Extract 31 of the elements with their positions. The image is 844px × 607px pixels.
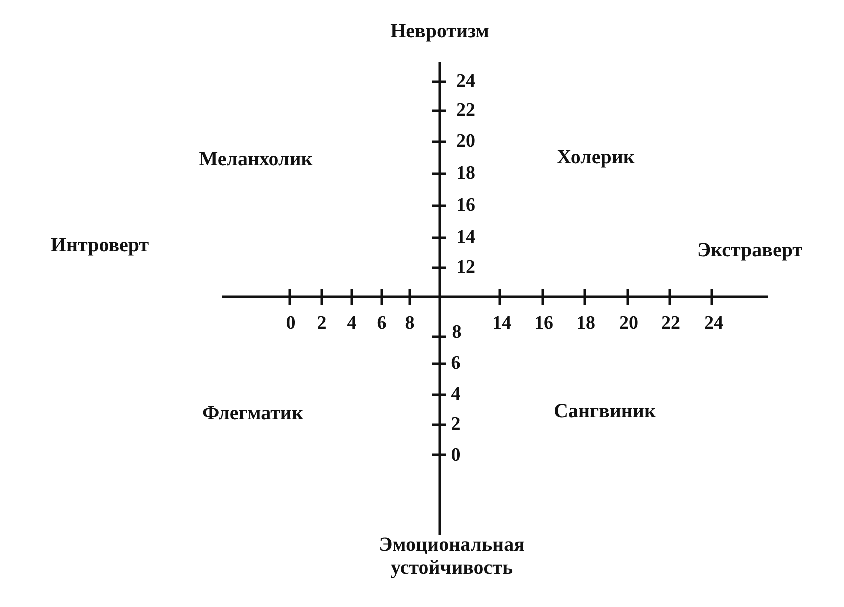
- tick-label: 6: [451, 353, 461, 375]
- axis-title: Интроверт: [50, 234, 150, 258]
- tick-label: 8: [452, 322, 462, 344]
- tick-label: 22: [456, 100, 476, 122]
- tick-label: 12: [456, 257, 476, 279]
- tick-label: 24: [704, 313, 724, 335]
- tick-label: 22: [662, 313, 680, 335]
- quadrant-label: Флегматик: [202, 402, 304, 426]
- axis-title: Эмоциональная устойчивость: [378, 534, 526, 580]
- tick-label: 16: [456, 195, 476, 217]
- quadrant-label: Холерик: [557, 146, 635, 170]
- tick-label: 0: [451, 445, 461, 467]
- tick-label: 2: [451, 414, 461, 436]
- tick-label: 2: [317, 313, 327, 335]
- tick-label: 6: [377, 313, 387, 335]
- tick-label: 18: [456, 163, 476, 185]
- tick-label: 14: [456, 227, 476, 249]
- tick-label: 8: [405, 313, 415, 335]
- tick-label: 16: [534, 313, 554, 335]
- tick-label: 20: [456, 131, 476, 153]
- tick-label: 14: [492, 313, 512, 335]
- axis-title: Экстраверт: [697, 240, 803, 262]
- quadrant-label: Меланхолик: [199, 148, 313, 172]
- axis-title: Невротизм: [390, 20, 490, 44]
- tick-label: 4: [347, 313, 357, 335]
- tick-label: 20: [620, 313, 638, 335]
- quadrant-label: Сангвиник: [554, 400, 656, 424]
- tick-label: 4: [451, 384, 461, 406]
- tick-label: 24: [456, 71, 476, 93]
- tick-label: 0: [286, 313, 296, 335]
- tick-label: 18: [576, 313, 596, 335]
